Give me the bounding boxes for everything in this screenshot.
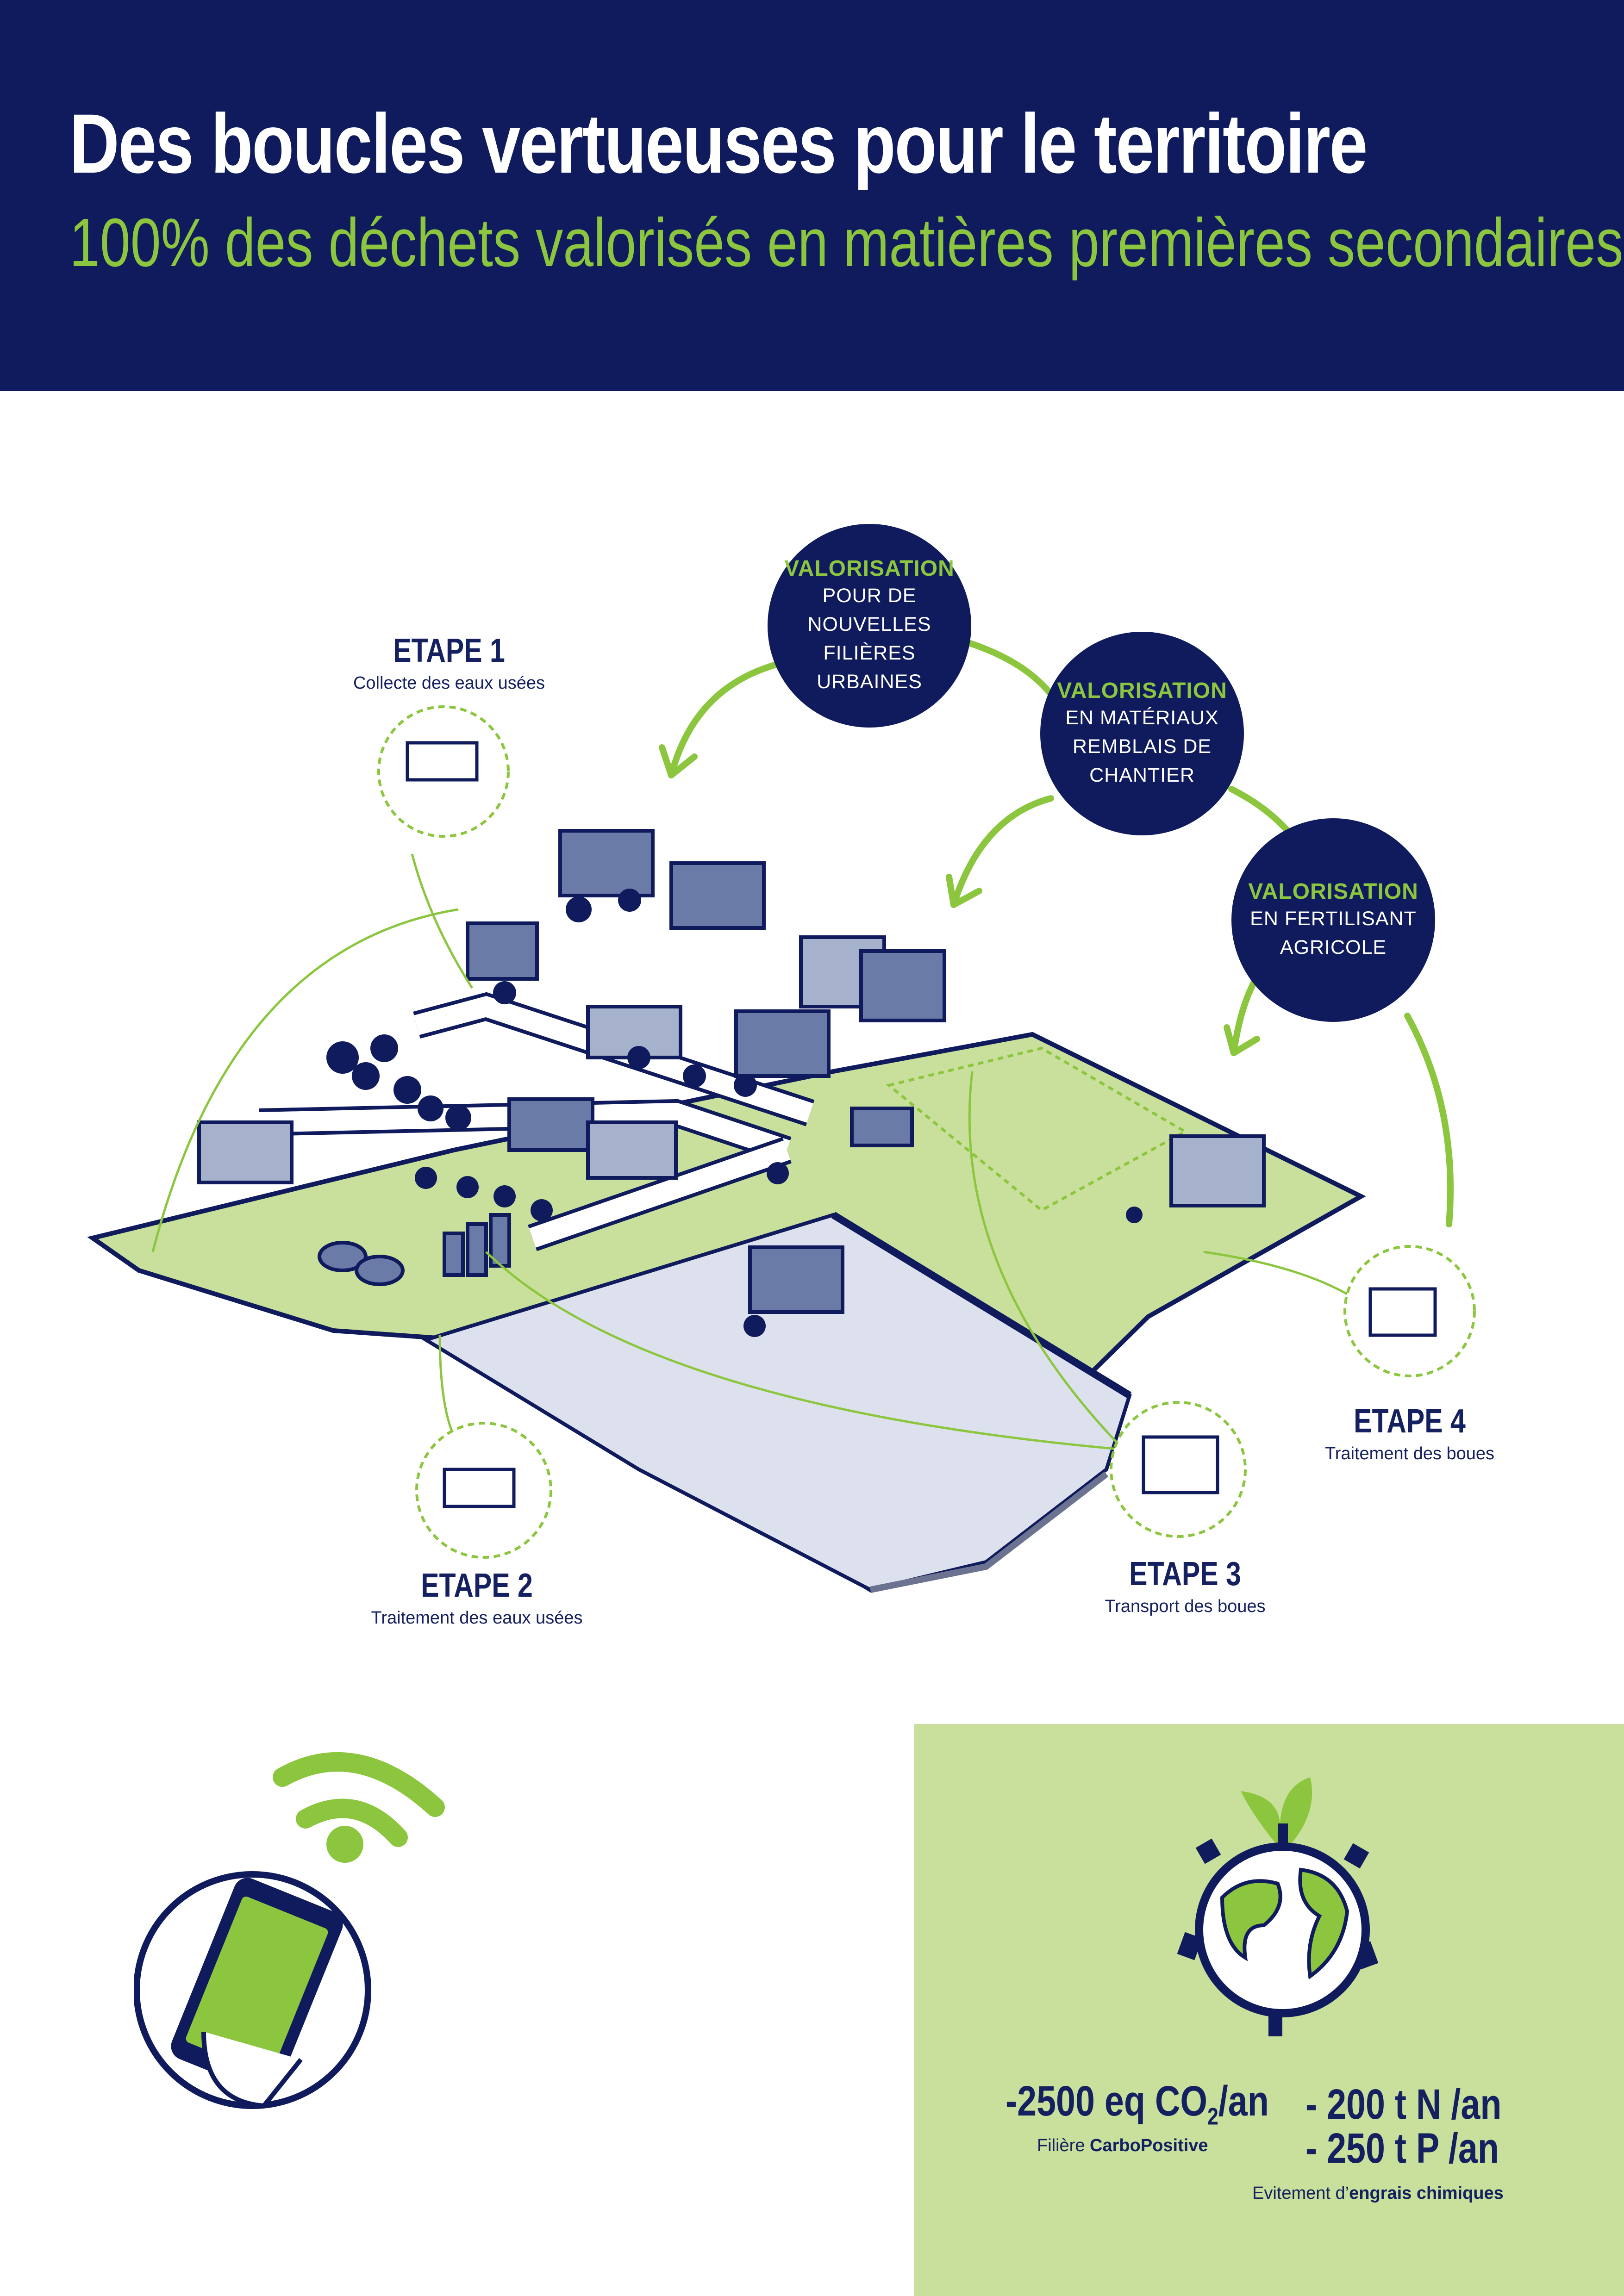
valorisation-urbaines: VALORISATION POUR DE NOUVELLES FILIÈRES … xyxy=(768,524,971,728)
co2-note-prefix: Filière xyxy=(1037,2136,1090,2155)
page-subtitle: 100% des déchets valorisés en matières p… xyxy=(69,205,1624,281)
co2-stat: -2500 eq CO2/an xyxy=(1006,2077,1269,2130)
tablet-wifi-illustration xyxy=(134,1752,445,2109)
co2-suffix: /an xyxy=(1218,2078,1269,2125)
valorisation-line: POUR DE xyxy=(822,584,917,607)
page-title: Des boucles vertueuses pour le territoir… xyxy=(69,96,1368,191)
fert-note-strong: engrais chimiques xyxy=(1349,2184,1504,2203)
co2-subscript: 2 xyxy=(1207,2103,1218,2130)
phosphorus-stat: - 250 t P /an xyxy=(1305,2125,1499,2172)
valorisation-line: CHANTIER xyxy=(1089,764,1195,786)
etape-label: ETAPE 4 xyxy=(1354,1403,1466,1440)
etape-4: ETAPE 4 Traitement des boues xyxy=(1280,1402,1539,1464)
earth-icon xyxy=(1177,1777,1379,2036)
arrow-loop-1 xyxy=(668,661,781,778)
valorisation-title: VALORISATION xyxy=(784,556,955,581)
tablet-icon xyxy=(134,1871,371,2109)
etape-desc: Traitement des boues xyxy=(1324,1444,1495,1463)
etape-3: ETAPE 3 Transport des boues xyxy=(1056,1555,1315,1617)
valorisation-line: FILIÈRES xyxy=(823,641,916,664)
valorisation-line: AGRICOLE xyxy=(1280,936,1387,958)
valorisation-line: EN FERTILISANT xyxy=(1250,907,1417,930)
etape-label: ETAPE 2 xyxy=(421,1567,533,1604)
nitrogen-stat: - 200 t N /an xyxy=(1305,2081,1502,2128)
co2-note: Filière CarboPositive xyxy=(1037,2136,1208,2156)
valorisation-title: VALORISATION xyxy=(1248,879,1418,904)
valorisation-line: EN MATÉRIAUX xyxy=(1065,706,1219,729)
etape-desc: Transport des boues xyxy=(1105,1597,1266,1616)
co2-prefix: -2500 eq CO xyxy=(1006,2078,1208,2125)
valorisation-title: VALORISATION xyxy=(1057,678,1227,703)
etape-label: ETAPE 3 xyxy=(1129,1556,1241,1593)
fert-note-prefix: Evitement d’ xyxy=(1252,2184,1349,2203)
valorisation-materiaux: VALORISATION EN MATÉRIAUX REMBLAIS DE CH… xyxy=(1040,632,1244,835)
territory-map-icon xyxy=(87,638,1476,1593)
valorisation-line: NOUVELLES xyxy=(807,613,931,635)
etape-label: ETAPE 1 xyxy=(393,632,505,669)
etape-desc: Traitement des eaux usées xyxy=(371,1608,583,1628)
territory-illustration xyxy=(0,391,1624,1733)
header-banner: Des boucles vertueuses pour le territoir… xyxy=(0,0,1624,391)
valorisation-line: REMBLAIS DE xyxy=(1072,735,1212,758)
etape-1: ETAPE 1 Collecte des eaux usées xyxy=(319,632,579,693)
etape1-detail xyxy=(377,705,510,838)
valorisation-line: URBAINES xyxy=(817,670,922,693)
fertilizer-note: Evitement d’engrais chimiques xyxy=(1252,2184,1504,2203)
etape-2: ETAPE 2 Traitement des eaux usées xyxy=(347,1567,606,1628)
wifi-icon xyxy=(273,1752,445,1863)
valorisation-fertilisant: VALORISATION EN FERTILISANT AGRICOLE xyxy=(1231,818,1435,1022)
co2-note-strong: CarboPositive xyxy=(1090,2136,1208,2155)
etape-desc: Collecte des eaux usées xyxy=(353,673,545,693)
